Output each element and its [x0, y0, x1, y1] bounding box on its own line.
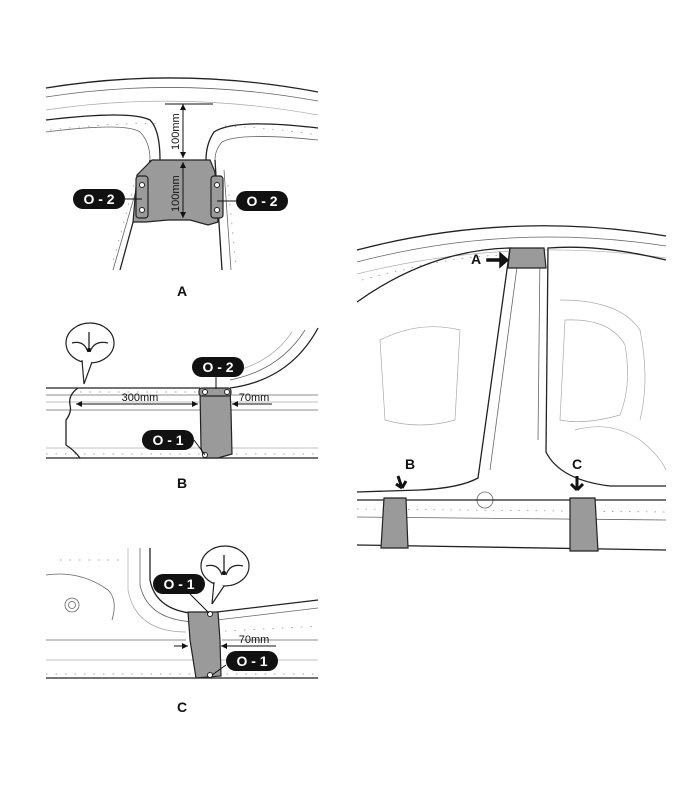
- view-c-callout-bottom: O - 1: [211, 651, 278, 676]
- view-c-dim-right: 70mm: [239, 634, 270, 646]
- view-a-detail: 100mm 100mm O - 2 O - 2 A: [45, 77, 319, 299]
- view-c-detail: 70mm O - 1 O - 1 C: [45, 545, 319, 715]
- view-b-callout-top: O - 2: [192, 357, 244, 389]
- overview-marker-c: C: [569, 456, 585, 492]
- view-c-label: C: [177, 699, 187, 715]
- view-b-label: B: [177, 475, 187, 491]
- view-b-dim-right: 70mm: [239, 392, 270, 404]
- view-a-label: A: [177, 283, 187, 299]
- view-b-dim-left: 300mm: [122, 392, 159, 404]
- view-a-callout-left: O - 2: [73, 189, 142, 209]
- overview-section-c: [569, 497, 599, 552]
- overview-marker-b: B: [395, 456, 415, 490]
- view-a-callout-right: O - 2: [217, 191, 288, 211]
- svg-text:A: A: [471, 251, 481, 267]
- overview-side-panel: A B C: [356, 225, 667, 552]
- view-c-weld-detail-bubble: [200, 545, 250, 605]
- overview-section-b: [380, 497, 409, 549]
- view-b-weld-detail-bubble: [65, 322, 115, 385]
- view-c-repair-section: [187, 611, 222, 679]
- svg-text:O - 1: O - 1: [236, 653, 267, 669]
- view-b-callout-bottom: O - 1: [142, 430, 206, 456]
- view-a-dim-lower: 100mm: [170, 175, 182, 212]
- view-a-dim-upper: 100mm: [170, 113, 182, 150]
- view-c-callout-top: O - 1: [153, 574, 210, 614]
- overview-section-a: [507, 247, 547, 269]
- view-a-repair-section: [132, 159, 219, 226]
- svg-text:O - 2: O - 2: [246, 193, 277, 209]
- svg-text:C: C: [572, 456, 582, 472]
- overview-marker-a: A: [471, 251, 510, 269]
- svg-text:B: B: [405, 456, 415, 472]
- svg-text:O - 1: O - 1: [163, 576, 194, 592]
- view-b-detail: 300mm 70mm O - 2 O - 1 B: [46, 322, 319, 491]
- view-b-repair-section: [199, 389, 233, 459]
- svg-text:O - 1: O - 1: [152, 432, 183, 448]
- svg-text:O - 2: O - 2: [83, 191, 114, 207]
- svg-text:O - 2: O - 2: [202, 359, 233, 375]
